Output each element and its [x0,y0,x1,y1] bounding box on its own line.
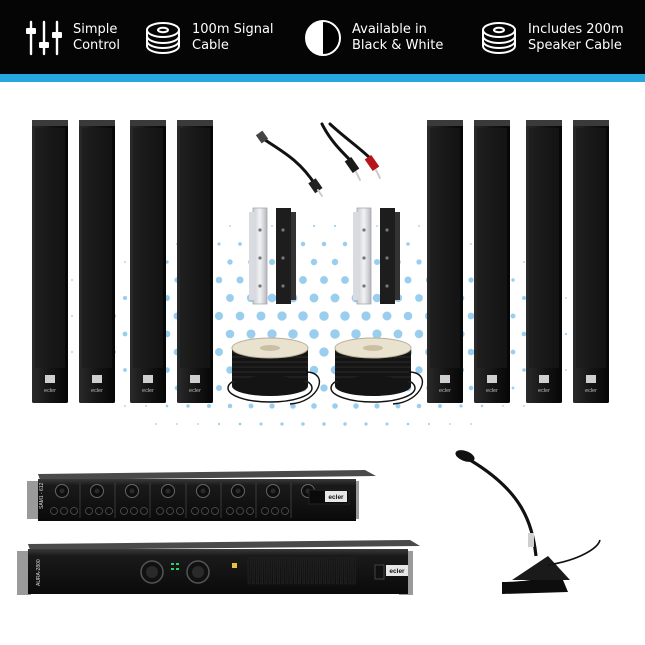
column-speakers: ecler ecler ecler ecler ecler ecler ecler ecler [32,120,609,403]
column-speaker: ecler [79,120,115,403]
product-scene: ecler ecler ecler ecler ecler ecler ecler ecler [17,120,609,595]
column-speaker: ecler [177,120,213,403]
feature-signal-cable: 100m Signal Cable [143,14,274,62]
speaker-logo: ecler [538,388,550,394]
cable-reel-icon [482,22,516,54]
column-speaker: ecler [474,120,510,403]
brand-badge-mixer: ecler [325,491,347,502]
cable-reel-icon [146,22,180,54]
speaker-logo: ecler [44,388,56,394]
feature-black-white: Available in Black & White [303,14,443,62]
sliders-icon [26,20,62,56]
audio-cable-jack [255,130,323,197]
amplifier-rack: AURA-2800 [17,540,420,595]
mixer-rack: SAM1 - 612 [27,470,376,521]
speaker-logo: ecler [585,388,597,394]
svg-text:ecler: ecler [328,494,344,501]
amp-model-label: AURA-2800 [36,559,42,586]
column-speaker: ecler [32,120,68,403]
wall-brackets [249,207,400,305]
speaker-cable-reel [227,337,321,405]
feature-speaker-cable: Includes 200m Speaker Cable [479,14,624,62]
gooseneck-microphone [455,450,601,594]
cable-reels [227,337,424,405]
column-speaker: ecler [130,120,166,403]
feature-label: Simple Control [73,22,120,53]
column-speaker: ecler [427,120,463,403]
accent-stripe [0,74,645,82]
column-speaker: ecler [573,120,609,403]
svg-text:ecler: ecler [389,568,405,575]
feature-label: Includes 200m Speaker Cable [528,22,624,53]
audio-cable-rca [320,122,381,181]
half-circle-icon [305,20,341,56]
mixer-model-label: SAM1 - 612 [39,482,45,509]
feature-label: 100m Signal Cable [192,22,274,53]
brand-badge-amp: ecler [386,565,408,576]
feature-simple-control: Simple Control [24,14,120,62]
speaker-cable-reel [330,337,424,405]
speaker-logo: ecler [439,388,451,394]
speaker-logo: ecler [189,388,201,394]
speaker-logo: ecler [486,388,498,394]
column-speaker: ecler [526,120,562,403]
speaker-logo: ecler [142,388,154,394]
speaker-logo: ecler [91,388,103,394]
feature-label: Available in Black & White [352,22,444,53]
